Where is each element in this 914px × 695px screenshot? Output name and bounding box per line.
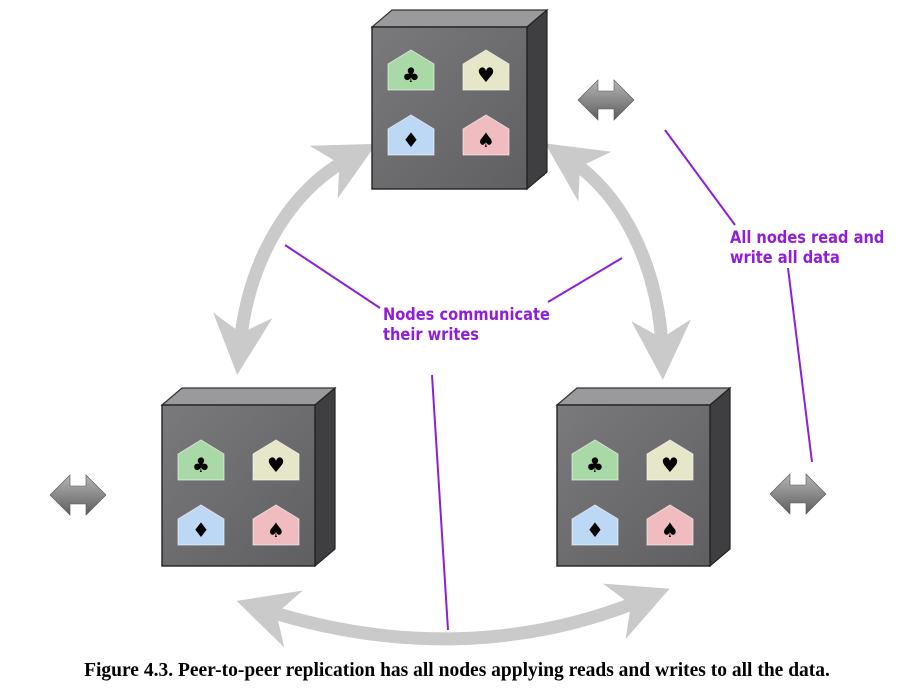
replication-arrow-top-left bbox=[213, 143, 377, 375]
data-tile: ♥ bbox=[646, 439, 694, 481]
data-tile: ♦ bbox=[177, 504, 225, 546]
tile-house-shape bbox=[462, 114, 510, 156]
spade-icon: ♠ bbox=[267, 518, 285, 542]
tile-house-shape bbox=[387, 49, 435, 91]
annotation-nodes-communicate: Nodes communicate their writes bbox=[383, 305, 550, 345]
club-icon: ♣ bbox=[586, 453, 604, 477]
leader-line-right-lower bbox=[787, 267, 813, 463]
double-arrow-icon bbox=[49, 474, 107, 516]
data-tile: ♠ bbox=[646, 504, 694, 546]
figure-caption: Figure 4.3. Peer-to-peer replication has… bbox=[84, 660, 830, 681]
tile-house-shape bbox=[252, 504, 300, 546]
heart-icon: ♥ bbox=[661, 453, 679, 477]
club-icon: ♣ bbox=[192, 453, 210, 477]
spade-icon: ♠ bbox=[477, 128, 495, 152]
diamond-icon: ♦ bbox=[586, 518, 604, 542]
data-tile: ♠ bbox=[252, 504, 300, 546]
data-tile: ♣ bbox=[387, 49, 435, 91]
double-arrow-icon bbox=[577, 79, 635, 121]
double-arrow-icon bbox=[769, 473, 827, 515]
tile-house-shape bbox=[571, 439, 619, 481]
tile-house-shape bbox=[646, 439, 694, 481]
diamond-icon: ♦ bbox=[402, 128, 420, 152]
data-tile: ♥ bbox=[252, 439, 300, 481]
spade-icon: ♠ bbox=[661, 518, 679, 542]
club-icon: ♣ bbox=[402, 63, 420, 87]
data-tile: ♣ bbox=[571, 439, 619, 481]
replication-arrows bbox=[213, 143, 692, 648]
heart-icon: ♥ bbox=[477, 63, 495, 87]
node-box-top bbox=[555, 387, 732, 406]
data-tile: ♣ bbox=[177, 439, 225, 481]
tile-house-shape bbox=[462, 49, 510, 91]
node-box-side bbox=[709, 386, 731, 568]
data-tile: ♦ bbox=[387, 114, 435, 156]
leader-line-bottom bbox=[431, 374, 449, 631]
tile-house-shape bbox=[646, 504, 694, 546]
leader-line-left bbox=[284, 244, 381, 309]
diamond-icon: ♦ bbox=[192, 518, 210, 542]
replication-arrow-top-right bbox=[545, 143, 692, 380]
tile-house-shape bbox=[177, 439, 225, 481]
annotation-line: All nodes read and bbox=[730, 228, 885, 248]
annotation-line: their writes bbox=[383, 325, 479, 345]
annotation-all-nodes: All nodes read and write all data bbox=[730, 228, 884, 268]
node-server-top bbox=[370, 8, 549, 191]
leader-line-right bbox=[547, 257, 623, 303]
node-box-face bbox=[371, 26, 528, 190]
annotation-line: Nodes communicate bbox=[383, 305, 550, 325]
node-box-side bbox=[526, 8, 548, 191]
tile-house-shape bbox=[571, 504, 619, 546]
data-tiles: ♣ ♥ ♦ ♠ ♣ ♥ ♦ ♠ ♣ ♥ ♦ ♠ bbox=[177, 49, 694, 546]
node-box-side bbox=[314, 386, 336, 568]
heart-icon: ♥ bbox=[267, 453, 285, 477]
node-box-top bbox=[160, 387, 337, 406]
tile-house-shape bbox=[387, 114, 435, 156]
tile-house-shape bbox=[177, 504, 225, 546]
annotation-line: write all data bbox=[730, 248, 840, 268]
replication-arrow-bottom bbox=[236, 583, 670, 648]
data-tile: ♠ bbox=[462, 114, 510, 156]
tile-house-shape bbox=[252, 439, 300, 481]
leader-line-top-right bbox=[664, 129, 736, 226]
data-tile: ♥ bbox=[462, 49, 510, 91]
data-tile: ♦ bbox=[571, 504, 619, 546]
annotation-lines bbox=[284, 129, 813, 631]
node-box-top bbox=[370, 9, 549, 28]
